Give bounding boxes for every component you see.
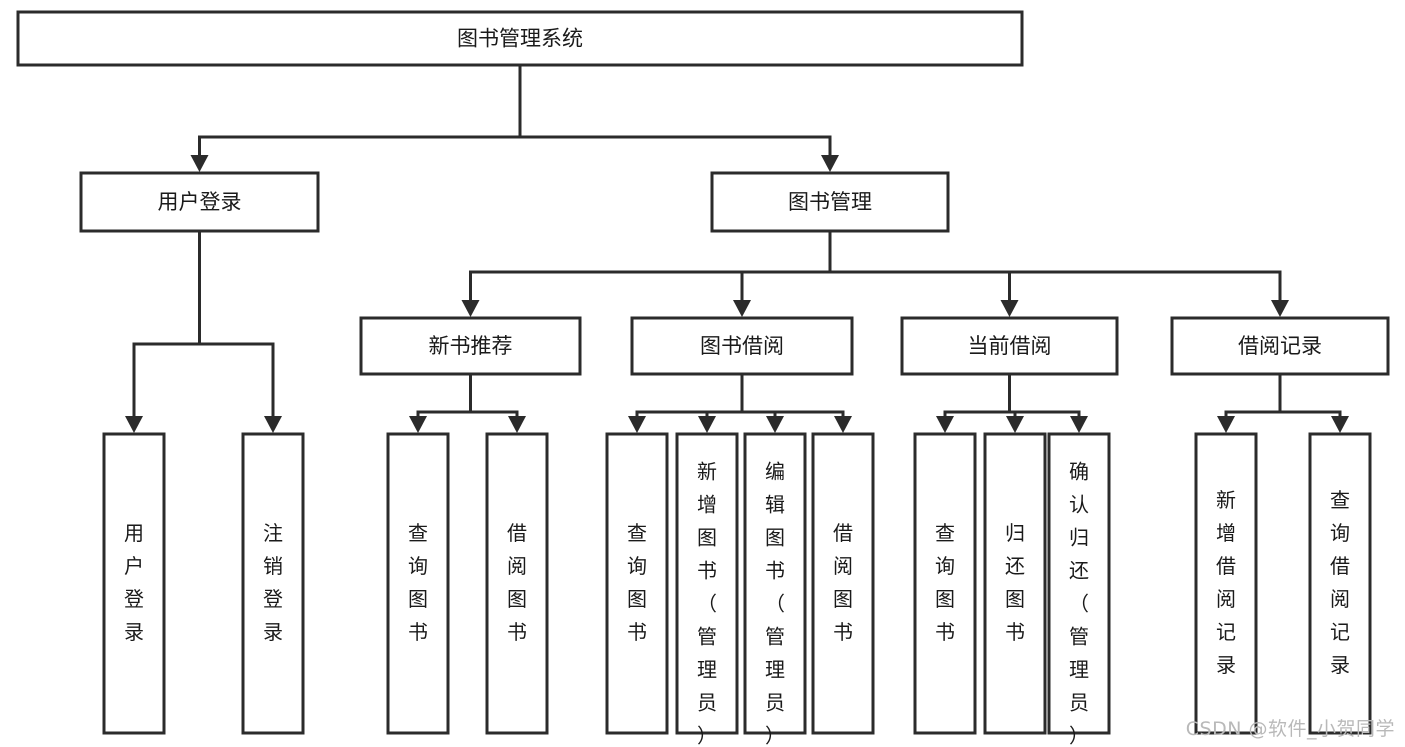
leaf-box[interactable] (983, 432, 1047, 735)
level3-label: 借阅记录 (1238, 334, 1322, 358)
connector-0-children (125, 229, 282, 433)
leaf-box[interactable] (913, 432, 977, 735)
leaf-node[interactable]: 新增图书（管理员） (675, 432, 739, 747)
node-layer: 图书管理系统用户登录图书管理新书推荐图书借阅当前借阅借阅记录用户登录注销登录查询… (16, 10, 1390, 747)
leaf-label: 归还图书 (1005, 521, 1025, 644)
leaf-label: 确认归还（管理员） (1069, 459, 1089, 747)
leaf-label: 用户登录 (124, 521, 144, 644)
level2-label: 图书管理 (788, 190, 872, 214)
leaf-label: 查询图书 (627, 521, 647, 644)
connector-layer (125, 63, 1349, 433)
root-label: 图书管理系统 (457, 27, 583, 51)
level3-label: 当前借阅 (968, 334, 1052, 358)
leaf-box[interactable] (743, 432, 807, 735)
leaf-label: 借阅图书 (507, 521, 527, 644)
leaf-label: 查询借阅记录 (1330, 488, 1350, 677)
leaf-box[interactable] (811, 432, 875, 735)
leaf-node[interactable]: 注销登录 (241, 432, 305, 735)
connector-1-children (409, 372, 526, 433)
leaf-label: 编辑图书（管理员） (765, 459, 785, 747)
connector-3-children (936, 372, 1088, 433)
level3-box[interactable] (900, 316, 1119, 376)
level3-box[interactable] (630, 316, 854, 376)
level3-label: 图书借阅 (700, 334, 784, 358)
leaf-node[interactable]: 归还图书 (983, 432, 1047, 735)
level2-node[interactable]: 图书管理 (710, 171, 950, 233)
level3-box[interactable] (1170, 316, 1390, 376)
leaf-label: 查询图书 (408, 521, 428, 644)
level3-node[interactable]: 当前借阅 (900, 316, 1119, 376)
level3-node[interactable]: 借阅记录 (1170, 316, 1390, 376)
leaf-box[interactable] (102, 432, 166, 735)
leaf-node[interactable]: 用户登录 (102, 432, 166, 735)
leaf-label: 注销登录 (263, 521, 283, 644)
leaf-box[interactable] (675, 432, 739, 735)
root-box[interactable] (16, 10, 1024, 67)
leaf-label: 借阅图书 (833, 521, 853, 644)
leaf-node[interactable]: 确认归还（管理员） (1047, 432, 1111, 747)
leaf-node[interactable]: 借阅图书 (485, 432, 549, 735)
level3-node[interactable]: 新书推荐 (359, 316, 582, 376)
level2-box[interactable] (710, 171, 950, 233)
leaf-box[interactable] (386, 432, 450, 735)
leaf-box[interactable] (241, 432, 305, 735)
level3-box[interactable] (359, 316, 582, 376)
level3-label: 新书推荐 (429, 334, 513, 358)
connector-bookmgmt-to-level3 (461, 229, 1289, 317)
connector-4-children (1217, 372, 1349, 433)
leaf-node[interactable]: 新增借阅记录 (1194, 432, 1258, 735)
level2-node[interactable]: 用户登录 (79, 171, 320, 233)
leaf-box[interactable] (605, 432, 669, 735)
connector-root-to-level2 (190, 63, 839, 172)
leaf-box[interactable] (1047, 432, 1111, 735)
leaf-node[interactable]: 编辑图书（管理员） (743, 432, 807, 747)
level3-node[interactable]: 图书借阅 (630, 316, 854, 376)
connector-2-children (628, 372, 852, 433)
leaf-box[interactable] (485, 432, 549, 735)
leaf-label: 查询图书 (935, 521, 955, 644)
leaf-node[interactable]: 借阅图书 (811, 432, 875, 735)
level2-box[interactable] (79, 171, 320, 233)
level2-label: 用户登录 (158, 190, 242, 214)
leaf-box[interactable] (1308, 432, 1372, 735)
leaf-node[interactable]: 查询图书 (386, 432, 450, 735)
leaf-node[interactable]: 查询借阅记录 (1308, 432, 1372, 735)
leaf-label: 新增图书（管理员） (697, 459, 717, 747)
leaf-label: 新增借阅记录 (1216, 488, 1236, 677)
leaf-box[interactable] (1194, 432, 1258, 735)
leaf-node[interactable]: 查询图书 (913, 432, 977, 735)
leaf-node[interactable]: 查询图书 (605, 432, 669, 735)
root-node[interactable]: 图书管理系统 (16, 10, 1024, 67)
